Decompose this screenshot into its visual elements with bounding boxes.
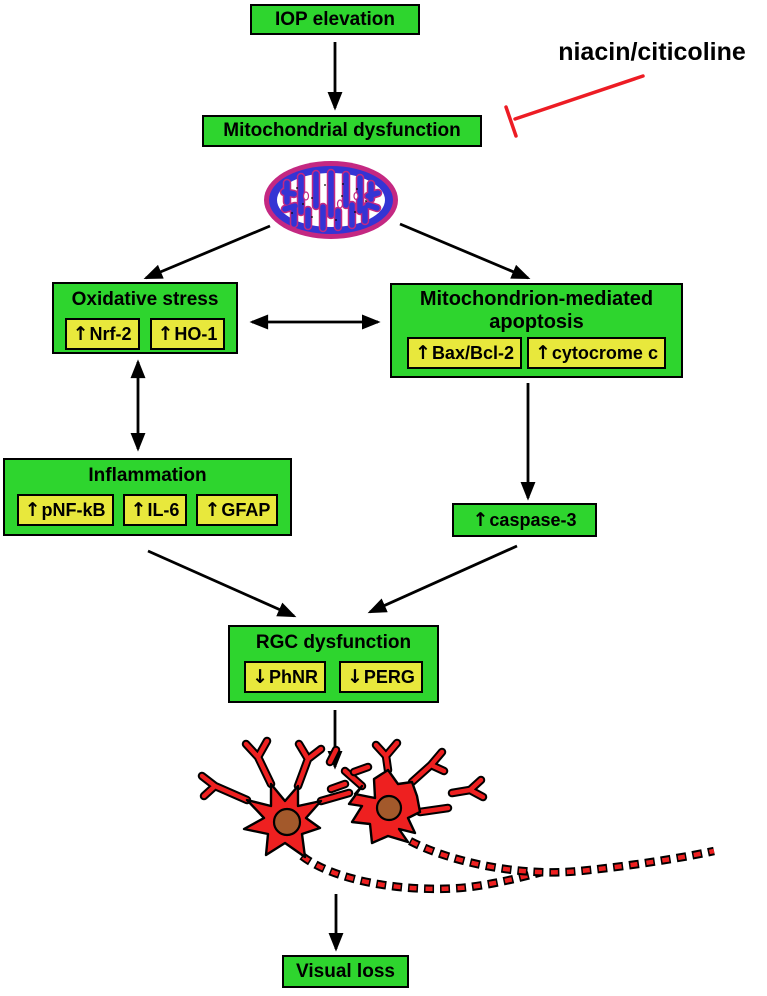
- arrow-mitochondrion-to-apoptosis: [399, 222, 531, 280]
- node-title-line1: Mitochondrion-mediated: [419, 288, 654, 310]
- node-apoptosis: Mitochondrion-mediated apoptosis ↑ Bax/B…: [390, 283, 683, 378]
- down-arrow-icon: ↓: [252, 666, 268, 688]
- marker-label: HO-1: [174, 323, 218, 344]
- node-title: Oxidative stress: [71, 289, 219, 310]
- marker-label: pNF-kB: [41, 499, 106, 520]
- marker-row: ↑ Nrf-2 ↑ HO-1: [64, 318, 226, 350]
- up-arrow-icon: ↑: [157, 323, 174, 345]
- down-arrow-icon: ↓: [346, 666, 363, 688]
- arrow-mitochondrion-to-oxidative: [143, 224, 271, 280]
- marker-perg: ↓ PERG: [338, 661, 423, 693]
- marker-row: ↑ pNF-kB ↑ IL-6 ↑ GFAP: [16, 494, 279, 526]
- arrow-inflammation-to-rgc: [147, 549, 297, 618]
- node-label: IOP elevation: [274, 8, 396, 30]
- marker-label: GFAP: [221, 499, 271, 520]
- drug-label: niacin/citicoline: [558, 38, 746, 66]
- marker-row: ↑ Bax/Bcl-2 ↑ cytocrome c: [407, 337, 666, 369]
- up-arrow-icon: ↑: [472, 509, 489, 531]
- marker-bax-bcl2: ↑ Bax/Bcl-2: [407, 337, 522, 369]
- degenerating-neurons-icon: [202, 741, 714, 889]
- node-label: caspase-3: [489, 509, 577, 530]
- node-label: Mitochondrial dysfunction: [223, 120, 461, 141]
- marker-label: Bax/Bcl-2: [431, 342, 514, 363]
- node-title: RGC dysfunction: [255, 632, 412, 653]
- up-arrow-icon: ↑: [72, 323, 89, 345]
- inhibition-tbar: [504, 105, 518, 138]
- marker-il6: ↑ IL-6: [122, 494, 188, 526]
- node-iop-elevation: IOP elevation: [250, 4, 420, 35]
- marker-row: ↓ PhNR ↓ PERG: [244, 661, 423, 693]
- node-title: Inflammation: [88, 465, 207, 486]
- up-arrow-icon: ↑: [130, 499, 147, 521]
- up-arrow-icon: ↑: [204, 499, 221, 521]
- node-visual-loss: Visual loss: [282, 955, 409, 988]
- marker-label: PhNR: [268, 666, 318, 687]
- node-title-line2: apoptosis: [489, 311, 584, 333]
- mitochondrion-icon: [264, 161, 398, 239]
- marker-label: cytocrome c: [551, 342, 658, 363]
- mitochondrion-speckles: [291, 183, 367, 221]
- marker-phnr: ↓ PhNR: [244, 661, 326, 693]
- marker-label: PERG: [363, 666, 415, 687]
- node-mitochondrial-dysfunction: Mitochondrial dysfunction: [202, 115, 482, 147]
- node-caspase3: ↑ caspase-3: [452, 503, 597, 537]
- node-rgc-dysfunction: RGC dysfunction ↓ PhNR ↓ PERG: [228, 625, 439, 703]
- up-arrow-icon: ↑: [24, 499, 41, 521]
- marker-gfap: ↑ GFAP: [196, 494, 279, 526]
- marker-cytocrome-c: ↑ cytocrome c: [526, 337, 666, 369]
- marker-label: IL-6: [147, 499, 180, 520]
- inhibition-connector: [504, 74, 645, 138]
- mitochondrion-granules: [302, 191, 359, 209]
- up-arrow-icon: ↑: [534, 342, 551, 364]
- node-inflammation: Inflammation ↑ pNF-kB ↑ IL-6 ↑ GFAP: [3, 458, 292, 536]
- marker-ho1: ↑ HO-1: [149, 318, 226, 350]
- neuron-nucleus: [375, 794, 403, 822]
- arrow-caspase-to-rgc: [367, 544, 518, 614]
- marker-label: Nrf-2: [89, 323, 132, 344]
- up-arrow-icon: ↑: [415, 342, 431, 364]
- marker-pnfkb: ↑ pNF-kB: [16, 494, 114, 526]
- neuron-nucleus: [272, 807, 302, 837]
- node-oxidative-stress: Oxidative stress ↑ Nrf-2 ↑ HO-1: [52, 282, 238, 354]
- node-label: Visual loss: [296, 960, 395, 982]
- marker-nrf2: ↑ Nrf-2: [64, 318, 140, 350]
